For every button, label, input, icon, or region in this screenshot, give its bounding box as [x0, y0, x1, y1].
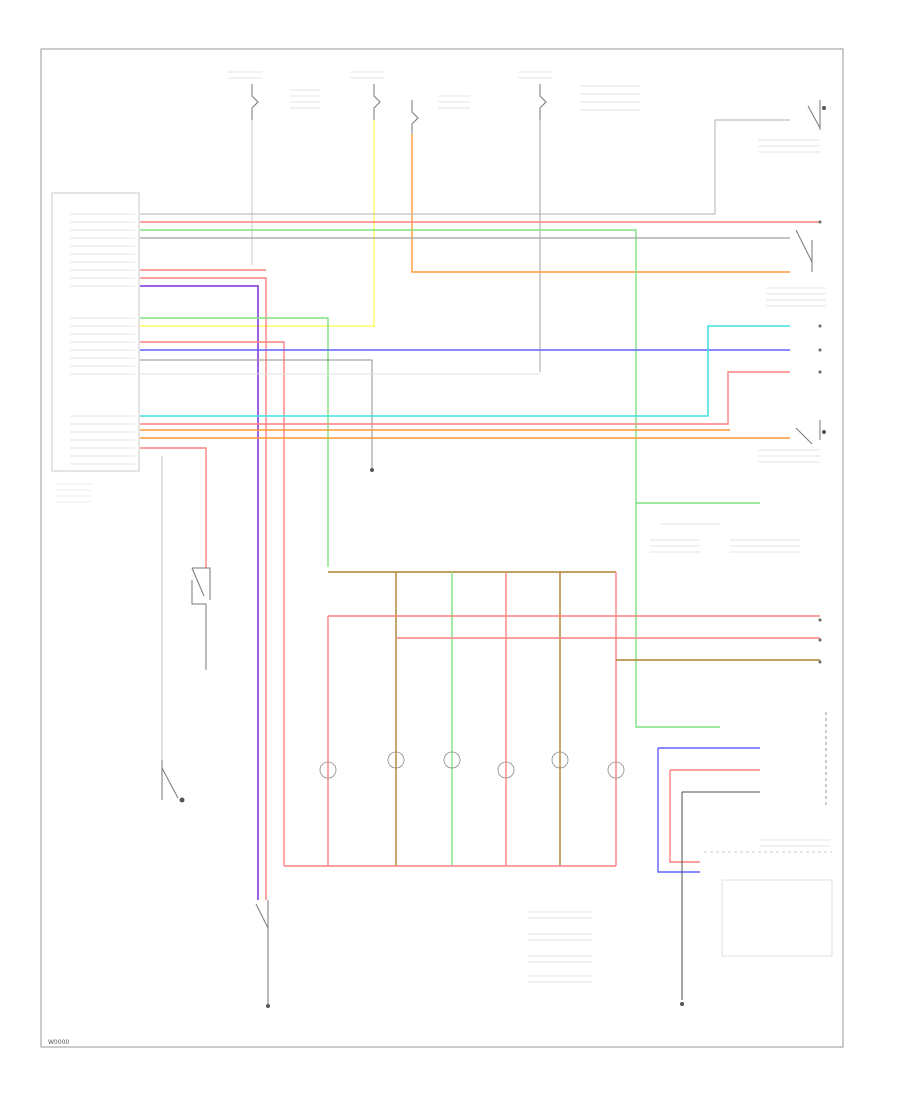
legend-lines [528, 911, 592, 983]
wire-cyan [140, 325, 790, 417]
wire-gray-ground [140, 359, 373, 470]
switch-module [721, 879, 833, 957]
wire-yellow [140, 120, 375, 327]
fuse-labels [228, 71, 640, 111]
control-unit-connector [51, 192, 140, 503]
wire-green-bus [140, 317, 329, 567]
right-switches [795, 100, 821, 445]
wire-green-long [140, 229, 720, 728]
wire-red-bottom [669, 770, 700, 863]
wire-purple [140, 285, 259, 900]
wire-red-bus [140, 341, 285, 866]
wire-red-vertical [140, 277, 267, 900]
ground-symbols [266, 468, 684, 1008]
wire-orange-top [411, 134, 790, 273]
diagram-frame [40, 48, 844, 1048]
lamp-bulbs [319, 751, 625, 779]
footer-code: W0000 [48, 1039, 69, 1046]
wire-red-right [140, 371, 790, 425]
wire-endpoints [818, 220, 822, 664]
door-switch-symbol [161, 567, 211, 800]
wire-gray-top [140, 119, 790, 215]
fuse-symbols [251, 84, 547, 134]
right-labels [650, 139, 830, 847]
ground-point-left [179, 797, 185, 803]
power-switch-symbol [255, 900, 269, 1004]
wire-blue-bottom [657, 748, 700, 873]
wire-red-left [140, 447, 207, 568]
